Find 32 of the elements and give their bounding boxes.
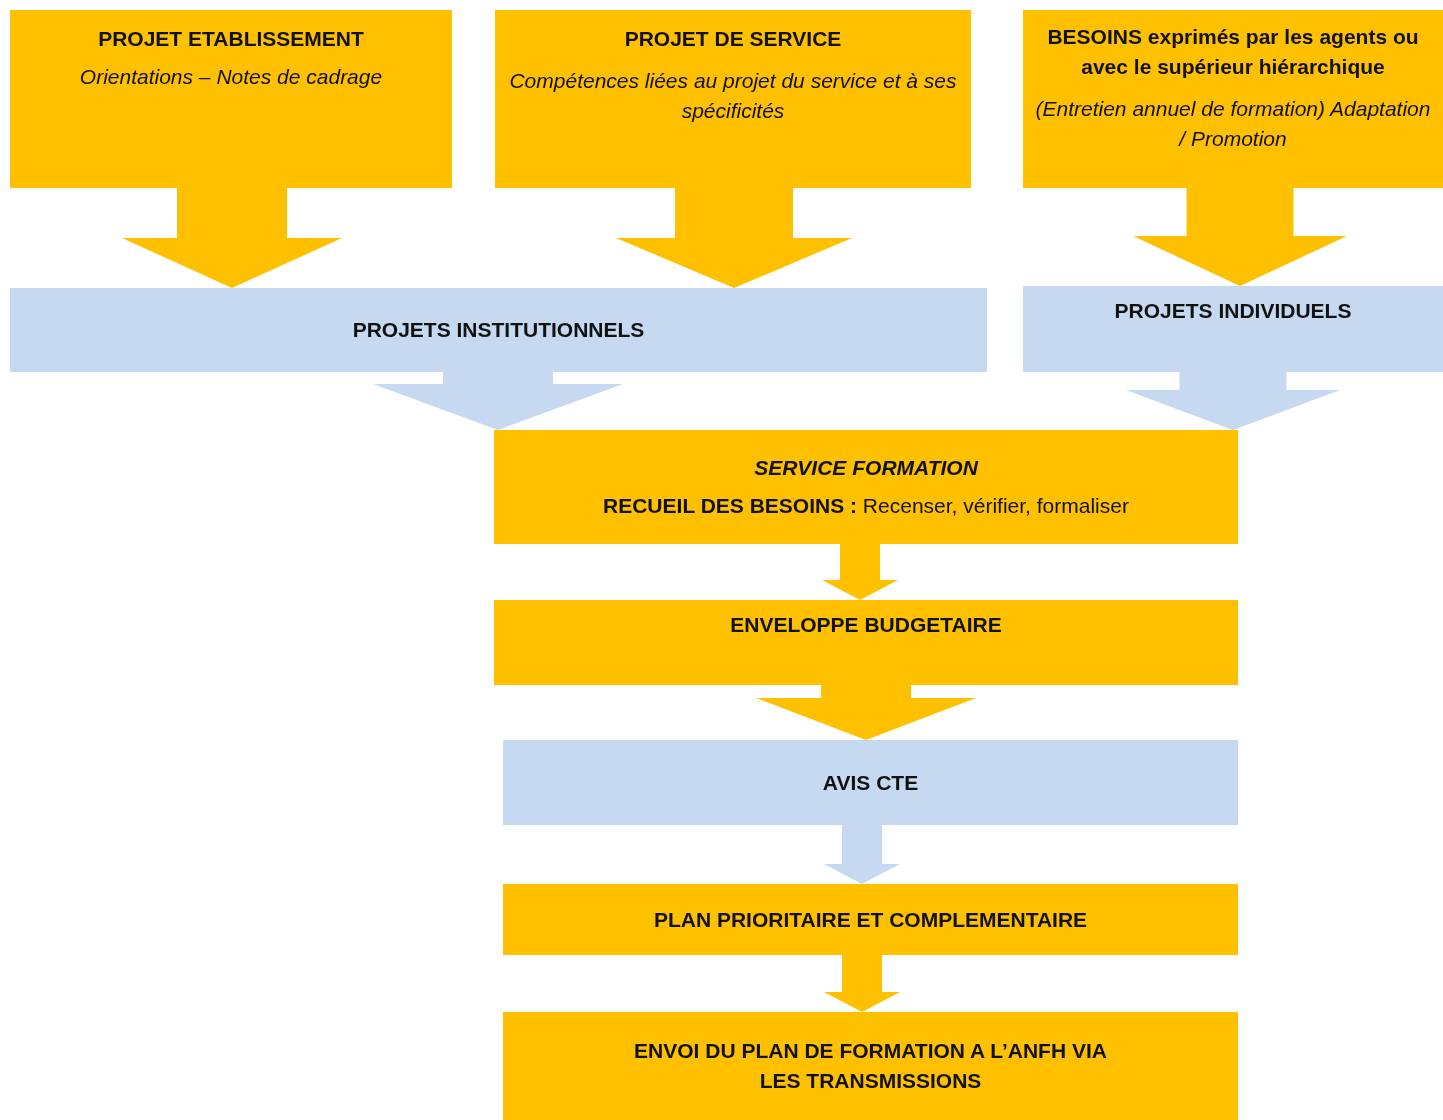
box-text: Orientations – Notes de cadrage [79, 64, 383, 90]
box-heading: SERVICE FORMATION [754, 455, 978, 481]
box-heading: BESOINS exprimés par les agents ou avec le supérieur hiérarchique [1046, 24, 1420, 80]
process-box [503, 1012, 1238, 1120]
process-box [1023, 286, 1443, 372]
process-box [10, 10, 452, 188]
process-box [503, 884, 1238, 955]
block-arrow [824, 955, 900, 1012]
block-arrow [1126, 372, 1340, 430]
block-arrow [1133, 188, 1347, 286]
process-box [503, 740, 1238, 825]
box-text: Compétences liées au projet du service et à ses spécificités [508, 68, 958, 124]
box-text: (Entretien annuel de formation) Adaptation / Promotion [1034, 96, 1432, 152]
process-box [495, 10, 971, 188]
process-box [494, 430, 1238, 544]
block-arrow [616, 188, 852, 288]
box-heading: PROJET ETABLISSEMENT [98, 26, 364, 52]
block-arrow [822, 544, 898, 600]
box-heading: ENVELOPPE BUDGETAIRE [730, 612, 1002, 638]
box-heading: PROJET DE SERVICE [624, 26, 842, 52]
process-box [1023, 10, 1443, 188]
box-heading: ENVOI DU PLAN DE FORMATION A L’ANFH VIA LES TRANSMISSIONS [633, 1038, 1108, 1094]
process-box [10, 288, 987, 372]
box-text: RECUEIL DES BESOINS : Recenser, vérifier, formaliser [603, 493, 1129, 519]
box-heading: PROJETS INDIVIDUELS [1114, 298, 1352, 324]
block-arrow [756, 685, 976, 740]
process-box [494, 600, 1238, 685]
block-arrow [122, 188, 342, 288]
box-heading: AVIS CTE [822, 769, 919, 796]
block-arrow [824, 825, 900, 884]
box-heading: PLAN PRIORITAIRE ET COMPLEMENTAIRE [653, 906, 1088, 933]
box-heading: PROJETS INSTITUTIONNELS [352, 317, 645, 343]
